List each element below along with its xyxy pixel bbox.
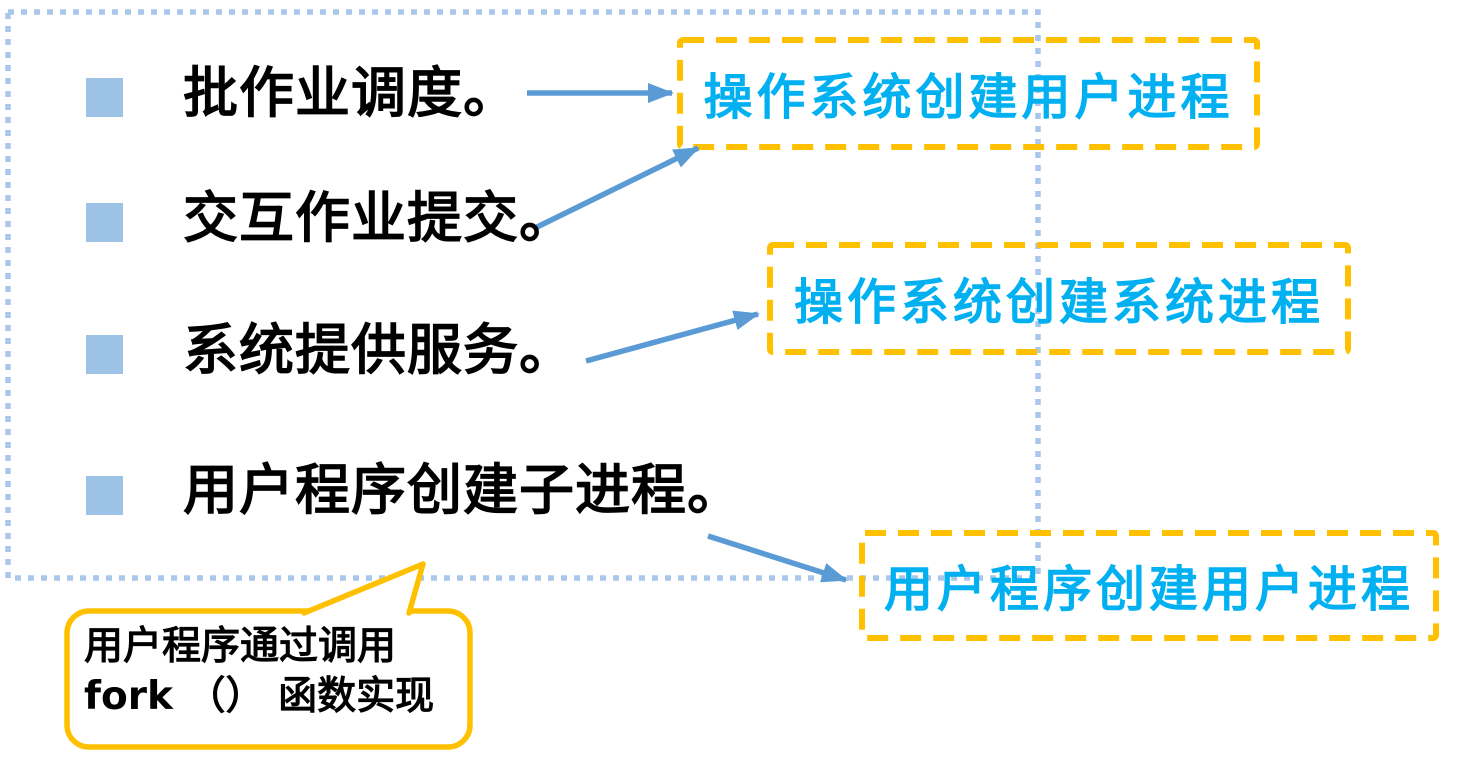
outer-dotted-box [5,9,1041,581]
bullet-square-icon [86,335,123,374]
process-box-2-border [767,242,1351,355]
process-box-3-border [859,530,1439,641]
process-box-1-label: 操作系统创建用户进程 [703,69,1234,126]
bullet-item-3-label: 系统提供服务。 [183,318,576,382]
bullet-square-icon [86,203,123,242]
callout-line-2: fork （） 函数实现 [84,674,435,719]
bullet-square-icon [86,476,123,515]
process-box-3-label: 用户程序创建用户进程 [883,561,1414,618]
bullet-item-4-label: 用户程序创建子进程。 [183,458,744,522]
bullet-square-icon [86,78,123,117]
process-box-2-label: 操作系统创建系统进程 [793,274,1324,331]
process-box-1-border [677,37,1260,150]
bullet-item-2-label: 交互作业提交。 [183,186,576,250]
arrow-userprog-to-box3 [707,533,848,583]
callout-line-1: 用户程序通过调用 [84,624,397,669]
callout-tail-right-edge [406,561,426,616]
arrow-interactive-to-box1 [533,145,700,231]
arrow-service-to-box2 [585,310,760,364]
bullet-item-1-label: 批作业调度。 [183,61,520,125]
callout-bubble-border [64,608,473,750]
callout-tail-left-edge [301,561,426,616]
callout-bubble-text: 用户程序通过调用 fork （） 函数实现 [84,622,434,722]
